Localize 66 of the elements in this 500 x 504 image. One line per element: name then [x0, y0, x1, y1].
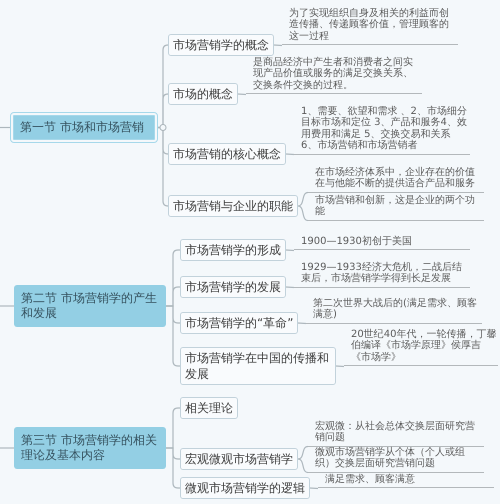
subtopic-label: 市场营销学的概念 — [173, 36, 269, 52]
note-text: 1900—1930初创于美国 — [301, 236, 413, 247]
branch-line — [158, 126, 169, 207]
topic-label: 第三节 市场营销学的相关理论及基本内容 — [21, 433, 158, 463]
branch-line — [0, 305, 14, 307]
branch-line — [310, 487, 318, 490]
branch-note — [308, 194, 484, 220]
subtopic-box — [168, 143, 286, 165]
note-text: 1、需要、欲望和需求 、2、市场细分目标市场和定位 3、产品和服务4、效用费用和满足 5、交换交易和关系 6、市场营销和市场营销者 — [301, 106, 468, 152]
branch-note — [294, 262, 470, 288]
topic-box — [10, 112, 158, 142]
note-text: 为了实现组织自身及相关的利益而创造传播、传递顾客价值，管理顾客的这一过程 — [289, 8, 450, 42]
branch-note — [308, 420, 484, 446]
branch-line — [286, 286, 294, 288]
subtopic-box — [180, 276, 286, 298]
branch-note — [294, 236, 470, 250]
branch-note — [246, 56, 422, 94]
topic-box — [14, 427, 166, 469]
subtopic-box — [168, 83, 238, 105]
subtopic-label: 市场营销与企业的职能 — [173, 198, 293, 214]
branch-line — [336, 365, 344, 368]
branch-note — [308, 446, 484, 472]
branch-line — [298, 205, 308, 222]
branch-line — [298, 458, 308, 474]
branch-line — [274, 44, 282, 46]
subtopic-label: 市场营销学的发展 — [185, 279, 281, 295]
subtopic-box — [180, 397, 238, 419]
branch-note — [308, 166, 484, 192]
note-text: 市场营销和创新，这是企业的两个功能 — [315, 194, 476, 218]
subtopic-label: 微观市场营销学的逻辑 — [185, 480, 305, 496]
subtopic-box — [180, 347, 336, 385]
branch-line — [286, 153, 294, 156]
branch-note — [318, 474, 494, 488]
subtopic-box — [168, 34, 274, 56]
branch-note — [282, 8, 458, 45]
subtopic-label: 相关理论 — [185, 400, 233, 416]
branch-line — [298, 192, 308, 207]
note-text: 满足需求、顾客满意 — [325, 474, 416, 485]
topic-label: 第一节 市场和市场营销 — [20, 120, 145, 134]
note-text: 第二次世界大战后的(满足需求、顾客满意) — [313, 298, 478, 320]
subtopic-label: 宏观微观市场营销学 — [185, 451, 293, 467]
topic-label: 第二节 市场营销学的产生和发展 — [21, 291, 158, 321]
subtopic-box — [180, 312, 298, 334]
branch-line — [238, 93, 246, 96]
branch-line — [298, 322, 306, 324]
subtopic-label: 市场的概念 — [173, 86, 233, 102]
subtopic-box — [180, 448, 298, 470]
subtopic-label: 市场营销学的形成 — [185, 242, 281, 258]
subtopic-box — [180, 477, 310, 499]
note-text: 20世纪40年代，一轮传播，丁馨伯编译《市场学原理》侯厚吉《市场学》 — [351, 328, 498, 363]
subtopic-label: 市场营销学的“革命” — [185, 315, 294, 331]
note-text: 宏观微：从社会总体交换层面研究营销问题 — [315, 420, 476, 444]
note-text: 微观市场营销学从个体（个人或组织）交换层面研究营销问题 — [315, 446, 466, 470]
subtopic-box — [168, 195, 298, 217]
subtopic-label: 市场营销学在中国的传播和发展 — [185, 350, 330, 382]
branch-line — [0, 447, 14, 449]
subtopic-box — [180, 239, 286, 261]
branch-line — [286, 249, 294, 252]
note-text: 在市场经济体系中，企业存在的价值在与他能不断的提供适合产品和服务 — [315, 166, 476, 190]
topic-box — [14, 285, 166, 327]
branch-line — [298, 446, 308, 460]
note-text: 是商品经济中产生者和消费者之间实现产品价值或服务的满足交换关系、交换条件交换的过程。 — [253, 56, 414, 91]
note-text: 1929—1933经济大危机，二战后结束后，市场营销学学得到长足发展 — [301, 262, 463, 284]
subtopic-label: 市场营销的核心概念 — [173, 146, 281, 162]
branch-line — [0, 126, 10, 128]
branch-note — [306, 298, 482, 324]
